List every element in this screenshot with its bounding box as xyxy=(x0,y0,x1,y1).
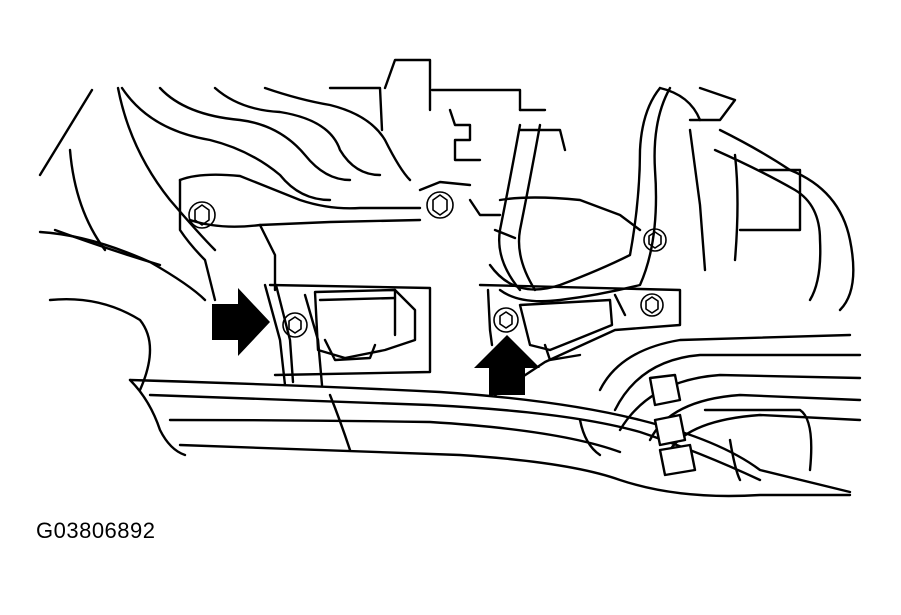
brake-lines xyxy=(578,333,862,482)
coolant-hoses xyxy=(488,86,855,312)
arrow-up-icon xyxy=(474,335,540,395)
lower-pipes xyxy=(128,378,852,498)
mounting-bracket-plate xyxy=(178,173,642,302)
arrow-right-icon xyxy=(212,288,270,356)
right-sensor-connector xyxy=(478,283,682,397)
left-sensor-connector xyxy=(263,283,432,387)
figure-code-label: G03806892 xyxy=(36,518,156,543)
left-frame-lines xyxy=(38,86,217,392)
intake-runners xyxy=(120,58,567,202)
